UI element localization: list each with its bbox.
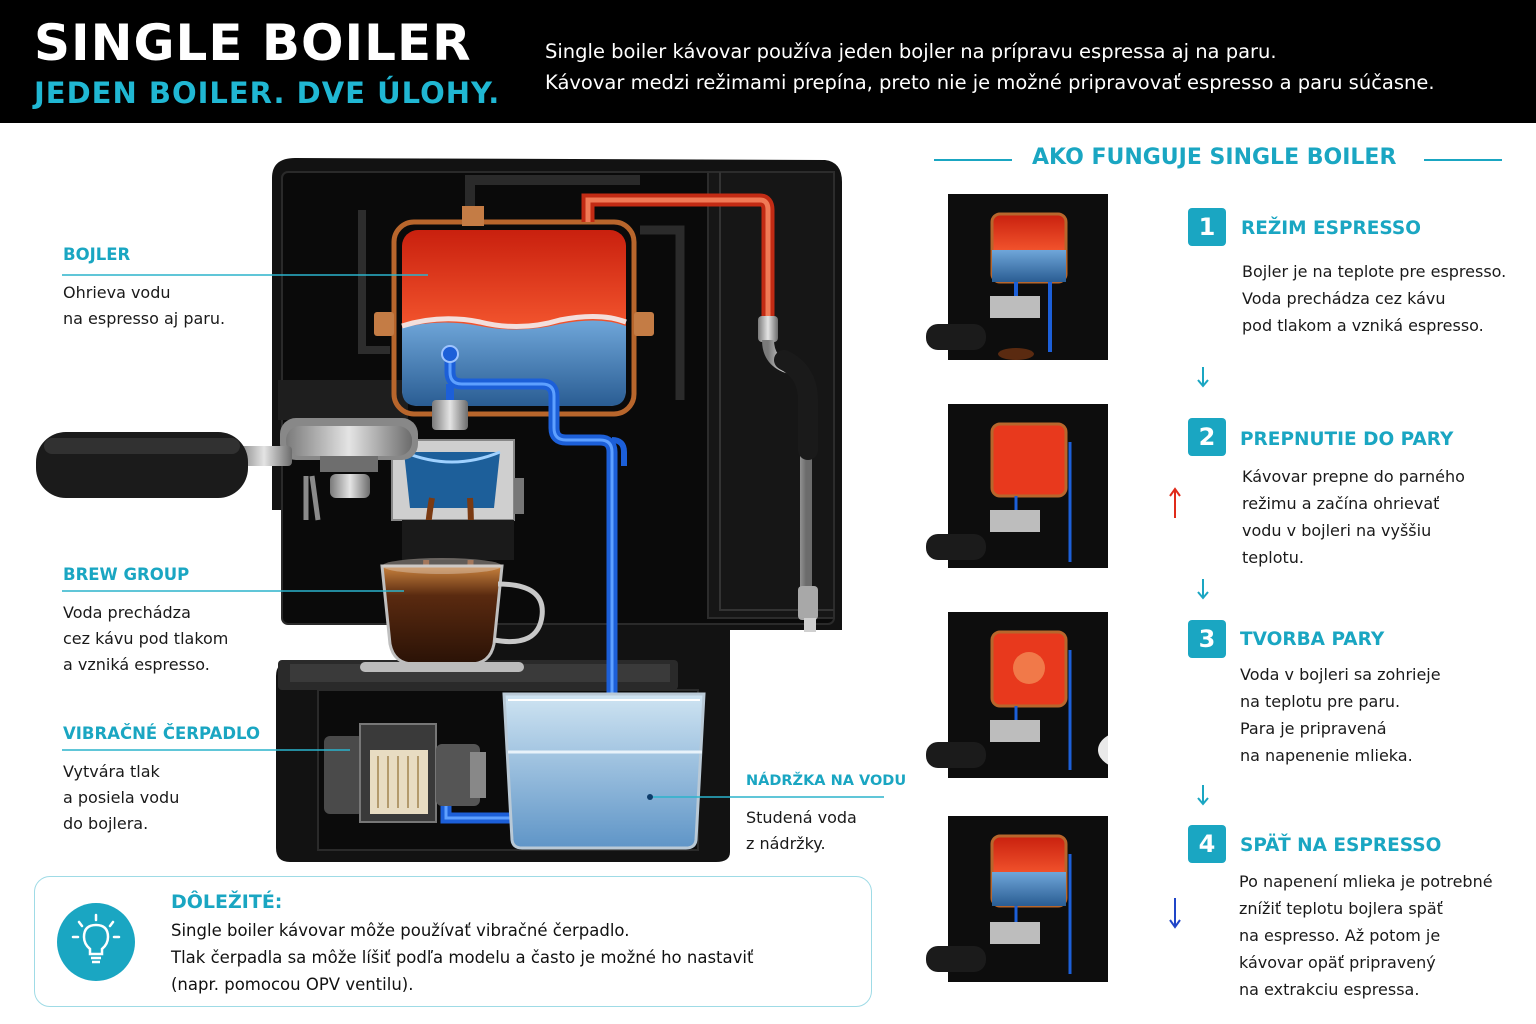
label-line: a vzniká espresso.: [63, 655, 210, 674]
step-line: Kávovar prepne do parného: [1242, 467, 1465, 486]
section-rule-left: [934, 159, 1012, 161]
important-title: DÔLEŽITÉ:: [171, 891, 283, 913]
step-3-title: TVORBA PARY: [1240, 629, 1385, 650]
important-line: (napr. pomocou OPV ventilu).: [171, 975, 414, 994]
step-2-badge: 2: [1188, 418, 1226, 456]
step-4-title: SPÄŤ NA ESPRESSO: [1240, 835, 1442, 856]
header-description: Single boiler kávovar používa jeden bojl…: [545, 36, 1435, 98]
label-line: cez kávu pod tlakom: [63, 629, 229, 648]
step-line: kávovar opäť pripravený: [1239, 953, 1436, 972]
boiler: [374, 206, 654, 417]
header-bar: SINGLE BOILER JEDEN BOILER. DVE ÚLOHY. S…: [0, 0, 1536, 123]
label-line: a posiela vodu: [63, 788, 180, 807]
page-title: SINGLE BOILER: [34, 14, 472, 72]
step-4-badge: 4: [1188, 825, 1226, 863]
step-line: znížiť teplotu bojlera späť: [1239, 899, 1443, 918]
step-line: na espresso. Až potom je: [1239, 926, 1441, 945]
header-description-line: Kávovar medzi režimami prepína, preto ni…: [545, 71, 1435, 94]
page-subtitle: JEDEN BOILER. DVE ÚLOHY.: [34, 76, 501, 110]
label-line: Ohrieva vodu: [63, 283, 171, 302]
step-2-desc: Kávovar prepne do parného režimu a začín…: [1242, 463, 1465, 571]
step-1-desc: Bojler je na teplote pre espresso. Voda …: [1242, 258, 1506, 339]
step-line: na teplotu pre paru.: [1240, 692, 1401, 711]
label-bojler-title: BOJLER: [63, 245, 131, 264]
arrow-down-icon: [1197, 579, 1209, 600]
label-line: Voda prechádza: [63, 603, 191, 622]
label-tank-title: NÁDRŽKA NA VODU: [746, 773, 907, 789]
step-line: Po napenení mlieka je potrebné: [1239, 872, 1493, 891]
label-bojler: BOJLER Ohrieva vodu na espresso aj paru.: [63, 245, 225, 332]
section-rule-right: [1424, 159, 1502, 161]
step-1-thumbnail: [926, 194, 1108, 360]
step-line: režimu a začína ohrievať: [1242, 494, 1440, 513]
section-title: AKO FUNGUJE SINGLE BOILER: [1032, 145, 1397, 170]
lightbulb-icon: [57, 903, 135, 981]
label-line: Vytvára tlak: [63, 762, 160, 781]
label-pump: VIBRAČNÉ ČERPADLO Vytvára tlak a posiela…: [63, 724, 260, 837]
important-line: Single boiler kávovar môže používať vibr…: [171, 921, 630, 940]
arrow-down-icon: [1197, 367, 1209, 388]
espresso-machine-illustration: [36, 158, 884, 862]
step-3-badge: 3: [1188, 620, 1226, 658]
label-tank-desc: Studená voda z nádržky.: [746, 805, 906, 857]
temperature-down-icon: [1169, 898, 1181, 929]
step-line: na napenenie mlieka.: [1240, 746, 1413, 765]
step-1-badge: 1: [1188, 208, 1226, 246]
step-2-thumbnail: [926, 404, 1108, 568]
important-line: Tlak čerpadla sa môže líšiť podľa modelu…: [171, 948, 754, 967]
step-line: pod tlakom a vzniká espresso.: [1242, 316, 1484, 335]
step-line: Para je pripravená: [1240, 719, 1387, 738]
step-line: Voda prechádza cez kávu: [1242, 289, 1446, 308]
label-bojler-desc: Ohrieva vodu na espresso aj paru.: [63, 280, 225, 332]
espresso-cup: [360, 558, 545, 672]
label-line: Studená voda: [746, 808, 857, 827]
step-line: na extrakciu espressa.: [1239, 980, 1420, 999]
temperature-up-icon: [1169, 487, 1181, 518]
label-line: do bojlera.: [63, 814, 149, 833]
step-line: Bojler je na teplote pre espresso.: [1242, 262, 1507, 281]
label-line: na espresso aj paru.: [63, 309, 226, 328]
label-brew-group-desc: Voda prechádza cez kávu pod tlakom a vzn…: [63, 600, 228, 678]
step-line: Voda v bojleri sa zohrieje: [1240, 665, 1441, 684]
label-line: z nádržky.: [746, 834, 826, 853]
label-brew-group-title: BREW GROUP: [63, 565, 190, 584]
step-1-title: REŽIM ESPRESSO: [1241, 218, 1421, 239]
step-4-desc: Po napenení mlieka je potrebné znížiť te…: [1239, 868, 1493, 1003]
label-brew-group: BREW GROUP Voda prechádza cez kávu pod t…: [63, 565, 228, 678]
step-4-thumbnail: [926, 816, 1108, 982]
step-line: vodu v bojleri na vyššiu: [1242, 521, 1432, 540]
header-description-line: Single boiler kávovar používa jeden bojl…: [545, 40, 1277, 63]
arrow-down-icon: [1197, 785, 1209, 806]
vibration-pump: [324, 723, 486, 823]
step-3-thumbnail: [926, 612, 1108, 778]
label-pump-desc: Vytvára tlak a posiela vodu do bojlera.: [63, 759, 260, 837]
step-line: teplotu.: [1242, 548, 1305, 567]
label-tank: NÁDRŽKA NA VODU Studená voda z nádržky.: [746, 773, 906, 857]
label-pump-title: VIBRAČNÉ ČERPADLO: [63, 724, 260, 743]
water-tank: [502, 692, 706, 850]
step-2-title: PREPNUTIE DO PARY: [1240, 429, 1454, 450]
important-note: DÔLEŽITÉ: Single boiler kávovar môže pou…: [34, 876, 872, 1007]
step-3-desc: Voda v bojleri sa zohrieje na teplotu pr…: [1240, 661, 1441, 769]
steam-wand: [758, 316, 818, 632]
